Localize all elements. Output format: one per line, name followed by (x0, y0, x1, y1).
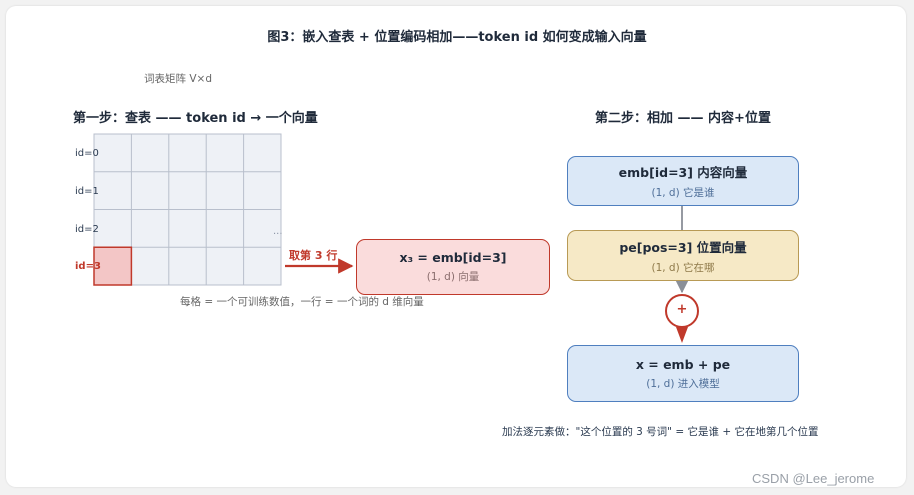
take-row-label: 取第 3 行 (289, 249, 338, 262)
step1-label: 第一步：查表 —— token id → 一个向量 (73, 111, 318, 126)
lookup-result-shape: (1, d) 向量 (426, 271, 480, 283)
matrix-caption: 词表矩阵 V×d (144, 73, 212, 85)
diagram-title: 图3：嵌入查表 + 位置编码相加——token id 如何变成输入向量 (267, 30, 647, 45)
lookup-result-title: x₃ = emb[id=3] (399, 250, 507, 265)
watermark: CSDN @Lee_jerome (752, 471, 875, 486)
emb-vector-box: emb[id=3] 内容向量 (1, d) 它是谁 (567, 156, 799, 206)
sum-vector-shape: (1, d) 进入模型 (646, 377, 720, 390)
row-label-0: id=0 (75, 148, 99, 159)
row-label-3: id=3 (75, 261, 101, 272)
step2-label: 第二步：相加 —— 内容+位置 (595, 111, 771, 126)
row-label-2: id=2 (75, 224, 99, 235)
pe-vector-box: pe[pos=3] 位置向量 (1, d) 它在哪 (567, 230, 799, 281)
plus-operator (665, 294, 699, 343)
matrix-footnote: 每格 = 一个可训练数值，一行 = 一个词的 d 维向量 (180, 296, 424, 308)
pe-vector-shape: (1, d) 它在哪 (651, 261, 715, 274)
emb-vector-title: emb[id=3] 内容向量 (618, 165, 748, 180)
highlighted-cell (93, 246, 133, 286)
embedding-matrix-grid (93, 133, 282, 286)
row-label-1: id=1 (75, 186, 99, 197)
lookup-result-box: x₃ = emb[id=3] (1, d) 向量 (356, 239, 550, 295)
emb-vector-shape: (1, d) 它是谁 (651, 187, 715, 199)
sum-vector-box: x = emb + pe (1, d) 进入模型 (567, 345, 799, 402)
pe-vector-title: pe[pos=3] 位置向量 (619, 239, 747, 255)
step2-footnote: 加法逐元素做："这个位置的 3 号词" = 它是谁 + 它在地第几个位置 (502, 426, 819, 438)
plus-symbol: + (676, 302, 688, 317)
sum-vector-title: x = emb + pe (635, 356, 731, 372)
matrix-ellipsis: ... (273, 226, 283, 237)
